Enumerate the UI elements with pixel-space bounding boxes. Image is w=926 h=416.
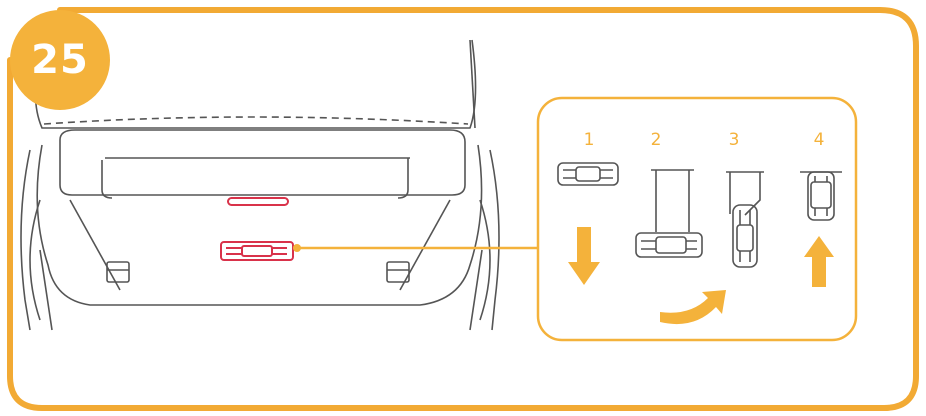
step-number-badge: 25 xyxy=(10,10,110,110)
arrow-up-icon xyxy=(804,236,834,287)
detail-step-3-label: 3 xyxy=(728,130,740,150)
detail-step-2-label: 2 xyxy=(650,130,662,150)
red-strap-buckle xyxy=(220,241,294,261)
detail-box xyxy=(536,96,858,342)
arrow-down-icon xyxy=(568,227,600,285)
detail-step-1-label: 1 xyxy=(583,130,595,150)
step4-buckle xyxy=(800,171,842,221)
step-number: 25 xyxy=(31,37,89,83)
curved-arrow-icon xyxy=(660,290,726,325)
detail-step-4-label: 4 xyxy=(813,130,825,150)
step2-strap xyxy=(635,169,703,258)
step3-buckle xyxy=(726,171,764,268)
outer-frame xyxy=(7,7,919,411)
red-slot-top xyxy=(227,197,289,206)
step1-buckle xyxy=(557,162,619,186)
